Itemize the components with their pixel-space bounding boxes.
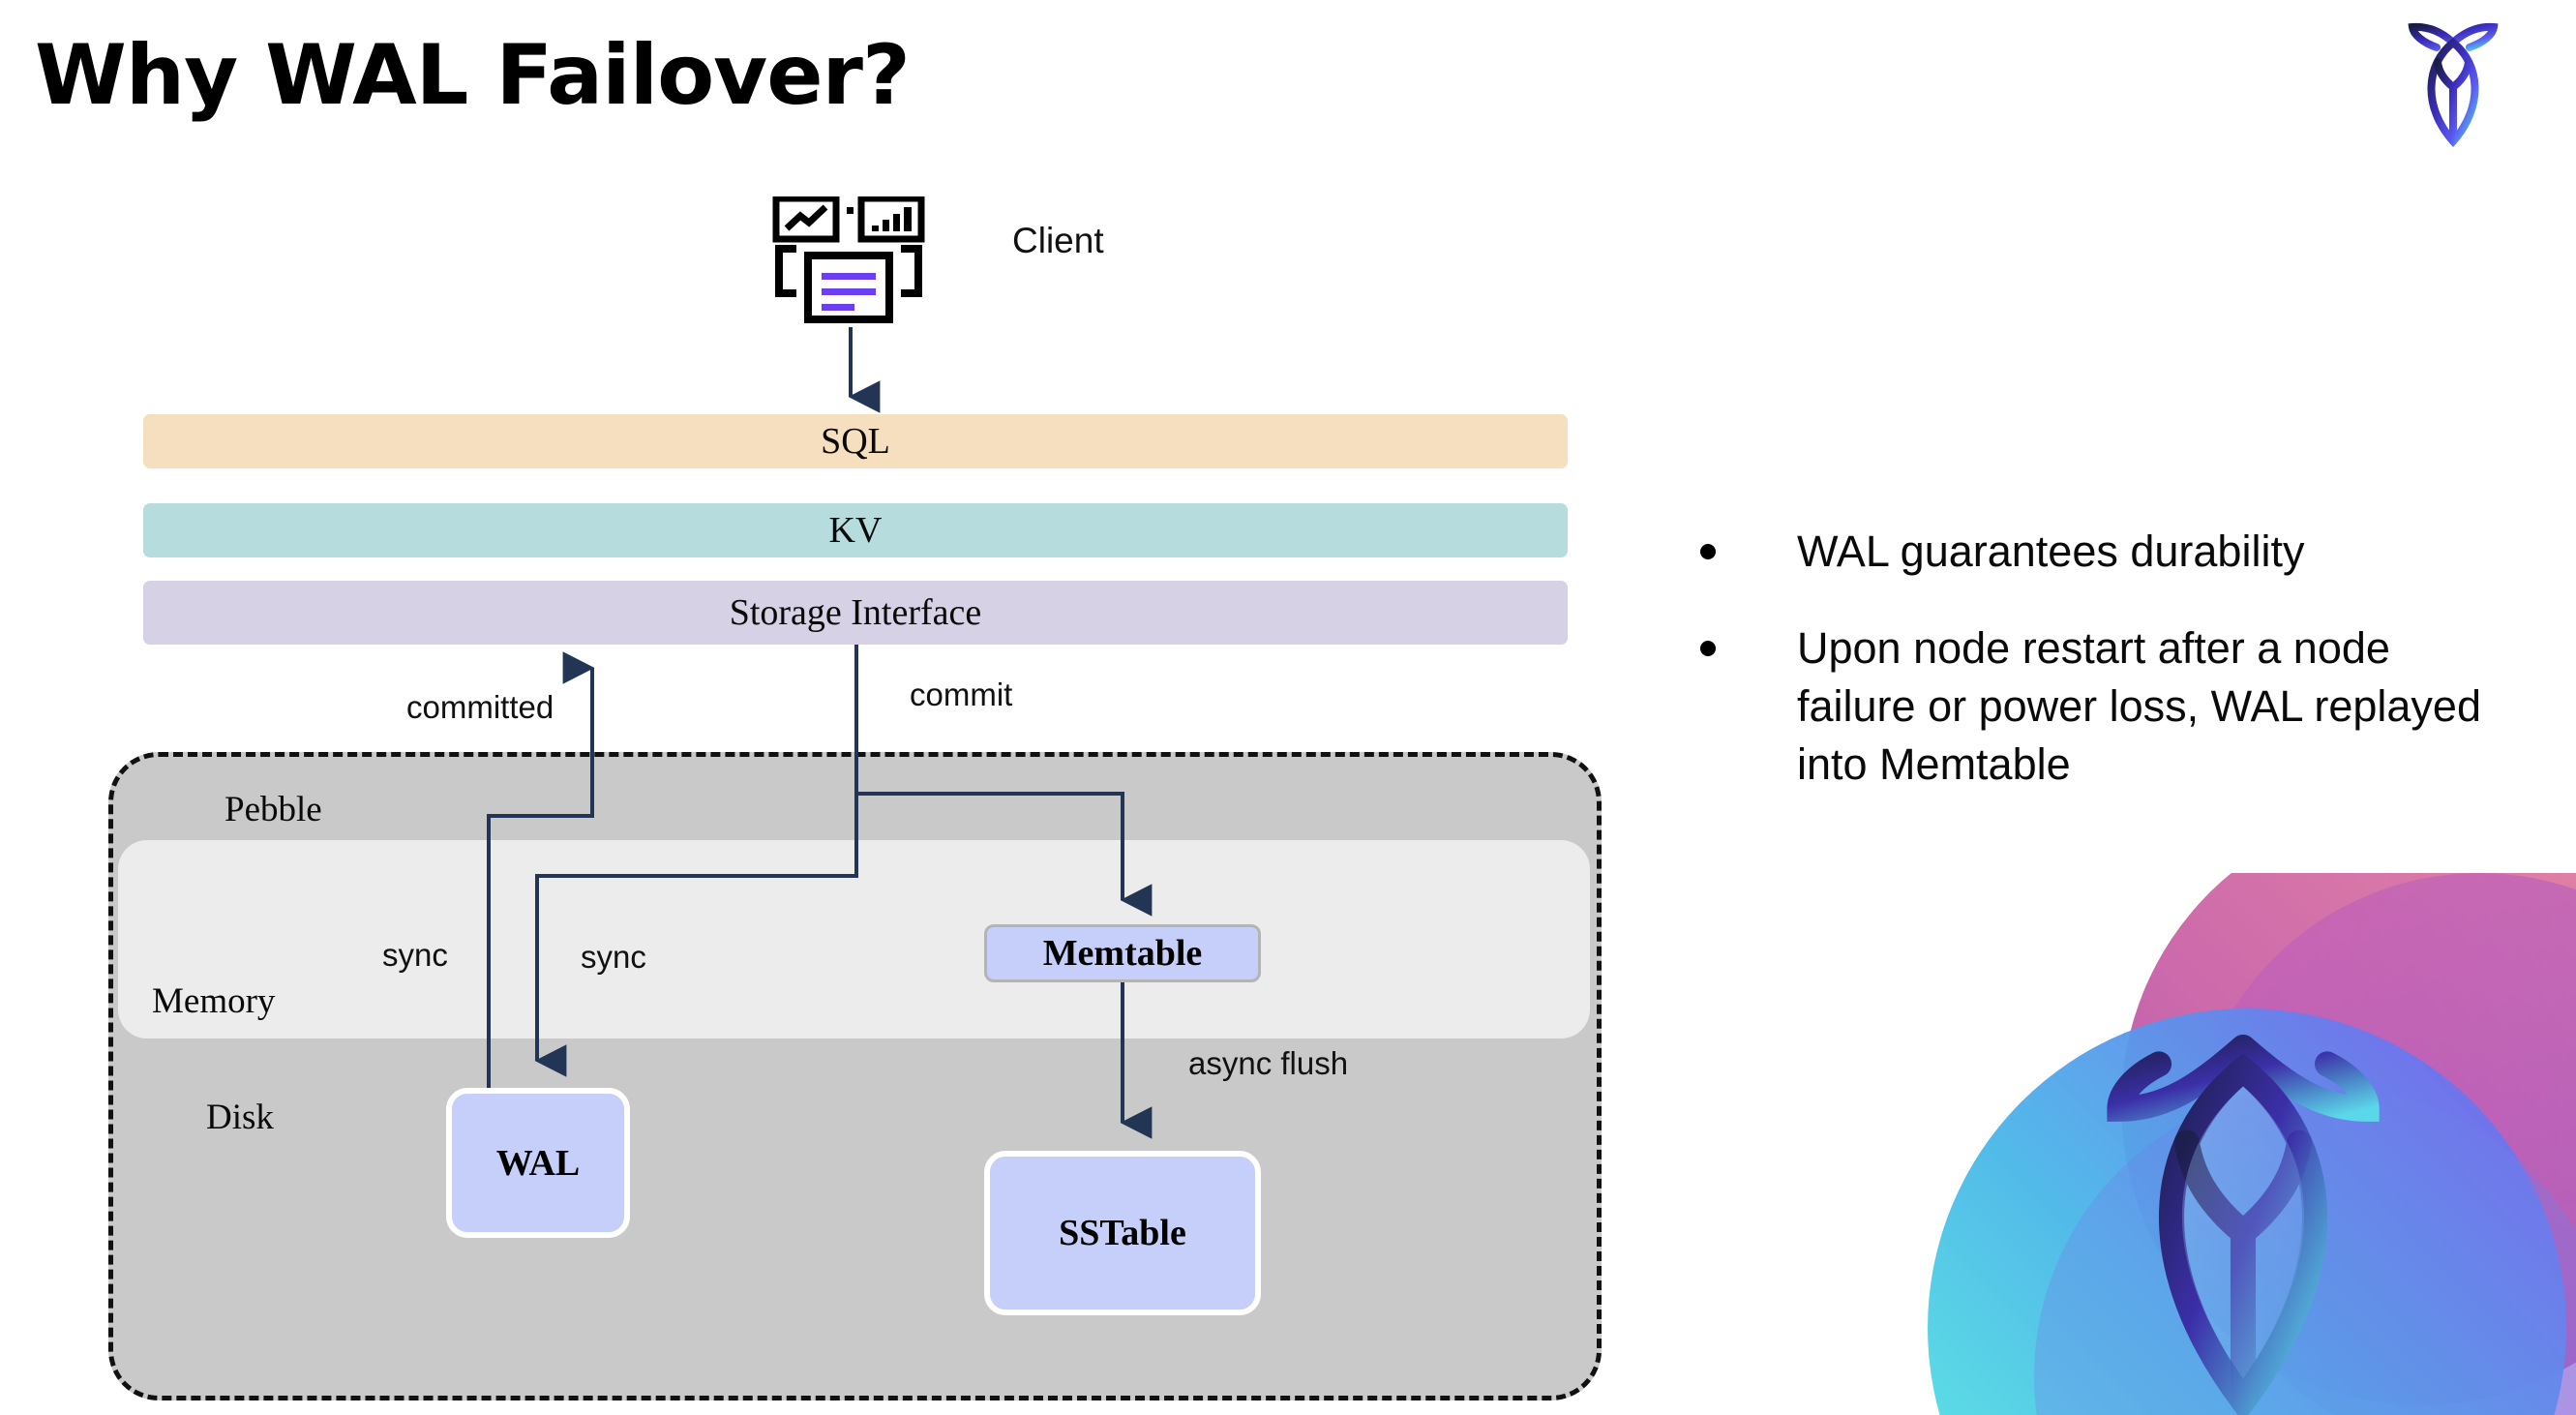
client-icon-svg xyxy=(772,195,925,323)
edge-label-async-flush: async flush xyxy=(1188,1045,1349,1081)
arrow-committed-to-storage xyxy=(487,651,595,1088)
node-wal: WAL xyxy=(446,1088,630,1238)
bullet-dot-icon xyxy=(1700,544,1716,559)
edge-label-committed: committed xyxy=(406,689,554,725)
client-label: Client xyxy=(1012,221,1104,260)
layer-bar-storage-interface: Storage Interface xyxy=(143,581,1568,645)
edge-label-commit: commit xyxy=(910,677,1013,712)
logo-svg xyxy=(2408,22,2499,148)
layer-bar-kv: KV xyxy=(143,503,1568,557)
list-item: Upon node restart after a node failure o… xyxy=(1700,619,2494,794)
memory-region xyxy=(118,840,1590,1039)
pebble-label: Pebble xyxy=(225,790,322,829)
bullet-dot-icon xyxy=(1700,640,1716,656)
layer-bar-sql: SQL xyxy=(143,414,1568,468)
node-sstable-label: SSTable xyxy=(1059,1213,1186,1253)
client-dashboard-icon xyxy=(772,195,925,327)
disk-label: Disk xyxy=(206,1098,274,1137)
node-wal-label: WAL xyxy=(495,1142,581,1184)
page-title: Why WAL Failover? xyxy=(35,27,911,124)
layer-label-storage-interface: Storage Interface xyxy=(729,592,982,633)
node-memtable-label: Memtable xyxy=(1042,933,1203,974)
layer-label-kv: KV xyxy=(828,510,883,551)
memory-label: Memory xyxy=(152,981,276,1021)
node-sstable: SSTable xyxy=(984,1151,1261,1315)
layer-label-sql: SQL xyxy=(821,421,890,462)
arrow-sync-to-wal xyxy=(534,794,858,1077)
cockroachdb-logo-icon xyxy=(2400,21,2506,148)
bullet-text: WAL guarantees durability xyxy=(1797,527,2305,576)
node-memtable: Memtable xyxy=(984,924,1261,982)
edge-label-sync-wal: sync xyxy=(581,939,646,975)
bullet-list: WAL guarantees durability Upon node rest… xyxy=(1700,523,2494,831)
edge-label-sync-committed: sync xyxy=(382,937,448,973)
arrow-commit-to-memtable xyxy=(854,645,1153,917)
bullet-text: Upon node restart after a node failure o… xyxy=(1797,622,2481,789)
list-item: WAL guarantees durability xyxy=(1700,523,2494,581)
